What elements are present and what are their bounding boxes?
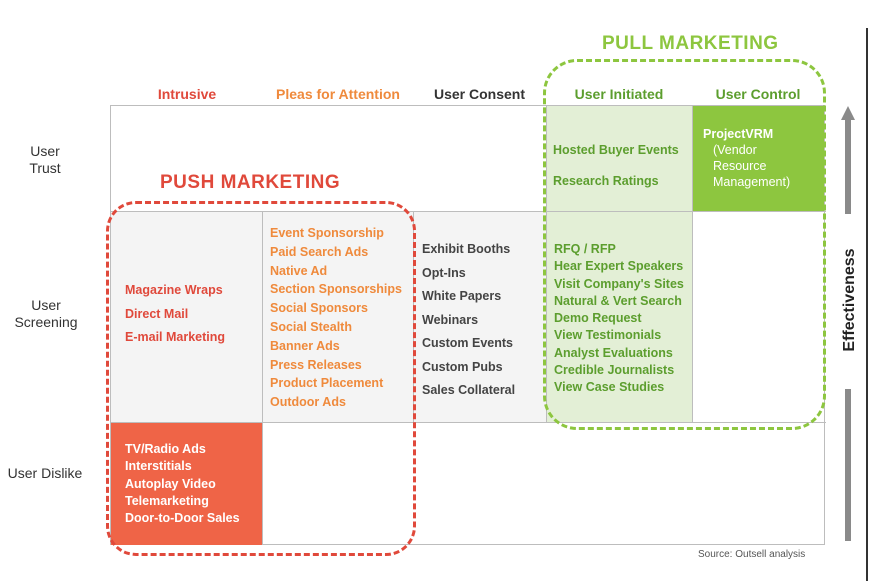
list-item: Exhibit Booths [422, 242, 511, 256]
effectiveness-arrow-icon [841, 106, 855, 541]
list-item: Webinars [422, 312, 479, 327]
list-trust-initiated: Hosted Buyer Events Research Ratings [553, 135, 679, 197]
cell-screening-initiated [546, 211, 692, 422]
column-header-intrusive: Intrusive [157, 86, 217, 102]
grid-line-v3 [546, 105, 547, 422]
list-item: Autoplay Video [125, 476, 216, 491]
list-item: RFQ / RFP [554, 242, 616, 256]
list-item: White Papers [422, 289, 502, 303]
pull-marketing-title: PULL MARKETING [602, 33, 779, 54]
list-item: Social Sponsors [270, 301, 368, 316]
grid-line-v1 [262, 211, 263, 545]
list-item: Sales Collateral [422, 383, 516, 397]
column-header-user-consent: User Consent [433, 86, 526, 102]
row-header-user-screening: User Screening [14, 297, 78, 330]
cell-screening-consent [413, 211, 546, 422]
list-item: Opt-Ins [422, 265, 466, 280]
list-item: Product Placement [270, 376, 384, 391]
list-item: Magazine Wraps [125, 283, 223, 297]
row-header-user-trust: User Trust [29, 143, 61, 176]
cell-trust-initiated [546, 106, 692, 211]
grid-line-h2 [110, 422, 826, 423]
list-item: Research Ratings [553, 174, 659, 188]
list-item: Demo Request [554, 311, 642, 326]
list-item: Banner Ads [270, 338, 340, 353]
list-item: Visit Company's Sites [554, 276, 684, 291]
row-header-user-dislike: User Dislike [7, 465, 83, 481]
list-screening-pleas: Event Sponsorship Paid Search Ads Native… [270, 224, 402, 412]
effectiveness-label: Effectiveness [841, 248, 859, 351]
list-item: Social Stealth [270, 319, 352, 334]
project-vrm-title: ProjectVRM [703, 127, 774, 141]
column-header-user-control: User Control [715, 86, 801, 102]
list-item: (Vendor [713, 143, 757, 157]
list-item: Direct Mail [125, 306, 189, 321]
list-item: Custom Pubs [422, 359, 503, 374]
push-marketing-outline [106, 201, 416, 556]
list-screening-intrusive: Magazine Wraps Direct Mail E-mail Market… [125, 279, 225, 350]
pull-marketing-outline [543, 59, 826, 430]
list-item: Telemarketing [125, 493, 209, 508]
list-item: Credible Journalists [554, 363, 675, 378]
list-item: Native Ad [270, 263, 328, 278]
list-item: Resource [713, 159, 767, 173]
list-item: View Testimonials [554, 328, 662, 343]
grid-line-v4 [692, 105, 693, 422]
list-item: Custom Events [422, 336, 513, 350]
cell-dislike-intrusive [111, 422, 263, 545]
grid-line-h1 [110, 211, 826, 212]
list-item: Press Releases [270, 357, 362, 372]
column-header-user-initiated: User Initiated [574, 86, 664, 102]
list-screening-consent: Exhibit Booths Opt-Ins White Papers Webi… [422, 238, 515, 403]
source-note: Source: Outsell analysis [698, 549, 806, 560]
list-item: Analyst Evaluations [554, 345, 673, 360]
list-dislike-intrusive: TV/Radio Ads Interstitials Autoplay Vide… [125, 441, 240, 527]
list-item: Hear Expert Speakers [554, 259, 684, 274]
cell-screening-pleas [263, 211, 413, 422]
right-edge-line [866, 28, 868, 581]
list-item: TV/Radio Ads [125, 442, 206, 456]
list-screening-initiated: RFQ / RFP Hear Expert Speakers Visit Com… [554, 241, 684, 397]
list-item: View Case Studies [554, 380, 665, 395]
list-trust-control: ProjectVRM (Vendor Resource Management) [703, 126, 790, 190]
list-item: E-mail Marketing [125, 330, 226, 344]
cell-trust-control [692, 106, 824, 211]
column-header-pleas-for-attention: Pleas for Attention [276, 86, 400, 102]
effectiveness-label-text: Effectiveness [841, 248, 858, 352]
push-marketing-title: PUSH MARKETING [160, 172, 341, 193]
list-item: Interstitials [125, 459, 192, 474]
list-item: Door-to-Door Sales [125, 511, 240, 526]
list-item: Hosted Buyer Events [553, 143, 679, 157]
list-item: Event Sponsorship [270, 226, 384, 240]
list-item: Paid Search Ads [270, 244, 369, 259]
list-item: Natural & Vert Search [554, 293, 682, 308]
list-item: Management) [713, 175, 791, 189]
list-item: Outdoor Ads [270, 395, 346, 410]
cell-screening-intrusive [111, 211, 262, 422]
list-item: Section Sponsorships [270, 282, 402, 297]
